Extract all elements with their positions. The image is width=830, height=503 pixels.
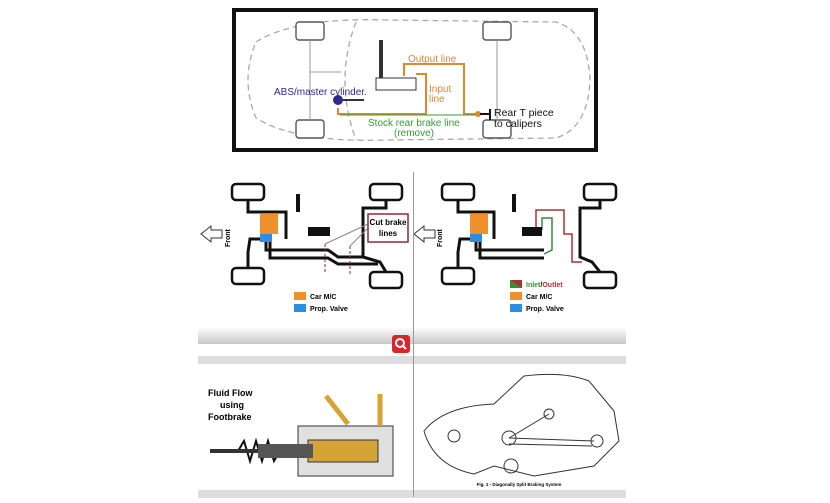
bottom-left-footbrake-diagram: Fluid Flow using Footbrake: [198, 356, 413, 498]
abs-master-label: ABS/master cylinder.: [274, 87, 367, 98]
front-label: Front: [437, 228, 444, 247]
legend-car-mc: Car M/C: [310, 294, 336, 301]
wheel-icon: [295, 21, 512, 139]
bottom-right-split-system-diagram: Fig. 1 - Diagonally Split Braking System: [414, 356, 626, 498]
zoom-button[interactable]: [392, 335, 410, 353]
rear-t-label-2: to calipers: [494, 118, 542, 130]
middle-right-diagram: Front Inlet/Outlet Car M/C Prop. Valve: [413, 172, 626, 344]
legend-car-mc: Car M/C: [526, 294, 552, 301]
callout-text: Cut brake: [370, 218, 407, 227]
legend-prop-valve: Prop. Valve: [310, 306, 348, 313]
input-line-label: Input: [429, 84, 451, 95]
divider: [413, 172, 414, 497]
top-brake-line-diagram: Output line Input line ABS/master cylind…: [232, 8, 598, 152]
abs-master-cylinder-icon: [333, 95, 343, 105]
handbrake-lever-icon: [379, 40, 383, 82]
title-line-2: using: [220, 400, 244, 410]
stock-line-label: Stock rear brake line: [368, 118, 460, 129]
input-line-label-2: line: [429, 94, 445, 105]
legend-inlet-outlet: Inlet/Outlet: [526, 282, 563, 289]
legend-prop-valve: Prop. Valve: [526, 306, 564, 313]
wheel-icon: [440, 182, 618, 290]
front-label: Front: [225, 228, 232, 247]
rear-t-label: Rear T piece: [494, 107, 554, 119]
magnifier-icon: [395, 338, 407, 350]
title-line-3: Footbrake: [208, 412, 252, 422]
prop-valve-icon: [260, 234, 272, 242]
title-line-1: Fluid Flow: [208, 388, 253, 398]
middle-left-diagram: Cut brake lines Front Car M/C Prop. Valv…: [198, 172, 413, 344]
front-arrow-icon: [200, 224, 223, 244]
front-arrow-icon: [413, 224, 436, 244]
figure-caption: Fig. 1 - Diagonally Split Braking System: [477, 482, 562, 487]
stock-line-label-2: (remove): [394, 128, 434, 139]
output-line-label: Output line: [408, 54, 457, 65]
master-cylinder-icon: [260, 214, 278, 234]
cut-brake-lines-callout: [367, 213, 409, 243]
callout-text-2: lines: [379, 229, 398, 238]
